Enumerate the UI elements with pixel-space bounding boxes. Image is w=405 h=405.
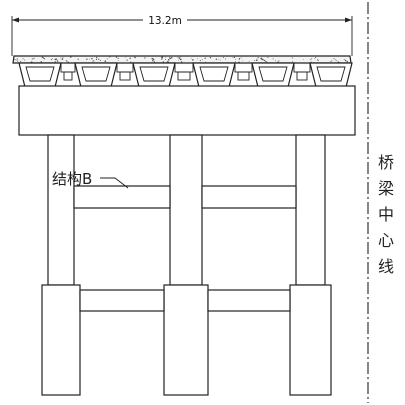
upper-tie-beams xyxy=(73,185,297,209)
lower-tie-beams xyxy=(79,289,291,312)
girder-joint-lower xyxy=(296,71,308,81)
girder-joint-lower xyxy=(177,71,191,81)
girder-joint-lower xyxy=(119,71,131,81)
bridge-centerline: 桥 梁 中 心 线 xyxy=(367,2,394,403)
cap-beam xyxy=(18,85,356,136)
centerline-char-4: 心 xyxy=(378,231,394,250)
column-middle xyxy=(169,134,203,286)
structure-b-callout: 结构B xyxy=(52,170,129,189)
column-right xyxy=(295,134,326,286)
centerline-char-5: 线 xyxy=(378,257,394,276)
footing-left xyxy=(41,284,81,396)
girder-joint-lower xyxy=(237,71,250,81)
columns xyxy=(47,134,326,286)
column-left xyxy=(47,134,75,286)
tie-beam-upper-right xyxy=(201,185,297,209)
dimension-line: 13.2m xyxy=(11,15,353,56)
girder-joint xyxy=(174,62,194,73)
girder-joint xyxy=(116,62,134,73)
footings xyxy=(41,284,332,396)
girder-joint-lower xyxy=(63,71,73,81)
centerline-char-2: 梁 xyxy=(378,179,394,198)
footing-middle xyxy=(163,284,209,396)
girder-joint xyxy=(293,62,311,73)
dimension-arrow-left xyxy=(12,17,19,23)
girder-joint xyxy=(234,62,253,73)
footing-right xyxy=(289,284,332,396)
centerline-char-1: 桥 xyxy=(378,153,394,172)
dimension-arrow-right xyxy=(345,17,352,23)
dimension-label: 13.2m xyxy=(148,15,182,27)
tie-beam-lower-left xyxy=(79,289,165,312)
tie-beam-lower-right xyxy=(207,289,291,312)
deck-aggregate-texture xyxy=(14,56,349,64)
girder-joint xyxy=(60,62,76,73)
deck-slab xyxy=(12,55,352,64)
tie-beam-upper-left xyxy=(73,185,171,209)
centerline-char-3: 中 xyxy=(378,205,394,224)
structure-b-label: 结构B xyxy=(52,170,92,188)
